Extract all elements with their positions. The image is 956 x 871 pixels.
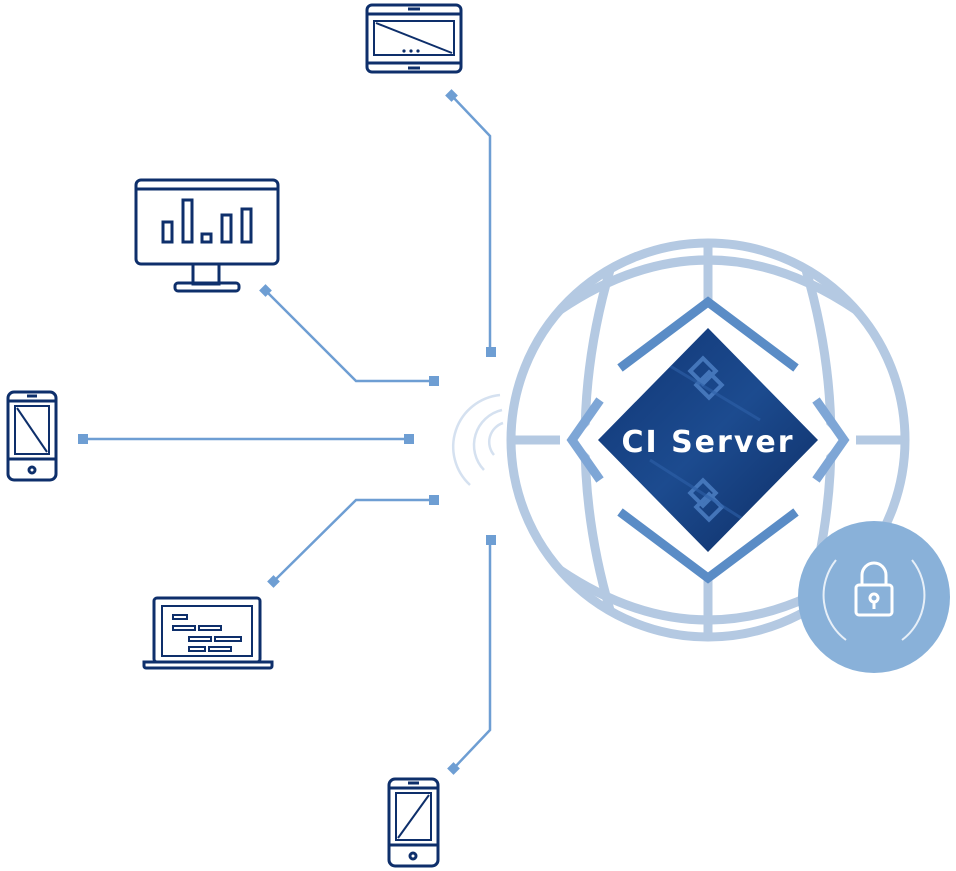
connector-desktop xyxy=(259,284,439,386)
bar-chart-monitor-icon xyxy=(134,178,280,293)
connector-laptop xyxy=(267,495,439,588)
mobile-phone-bottom-icon xyxy=(387,777,440,868)
server-label: CI Server xyxy=(621,425,794,460)
connectors xyxy=(78,89,496,775)
security-badge xyxy=(798,521,950,673)
tablet-icon xyxy=(365,3,463,74)
ci-server-node: CI Server xyxy=(566,296,850,584)
mobile-phone-icon xyxy=(6,390,58,482)
connector-mobile-bottom xyxy=(447,535,496,775)
connector-tablet xyxy=(445,89,496,357)
padlock-icon xyxy=(854,561,894,617)
signal-icon xyxy=(451,393,504,486)
laptop-code-icon xyxy=(142,596,274,670)
connector-mobile-left xyxy=(78,434,414,444)
